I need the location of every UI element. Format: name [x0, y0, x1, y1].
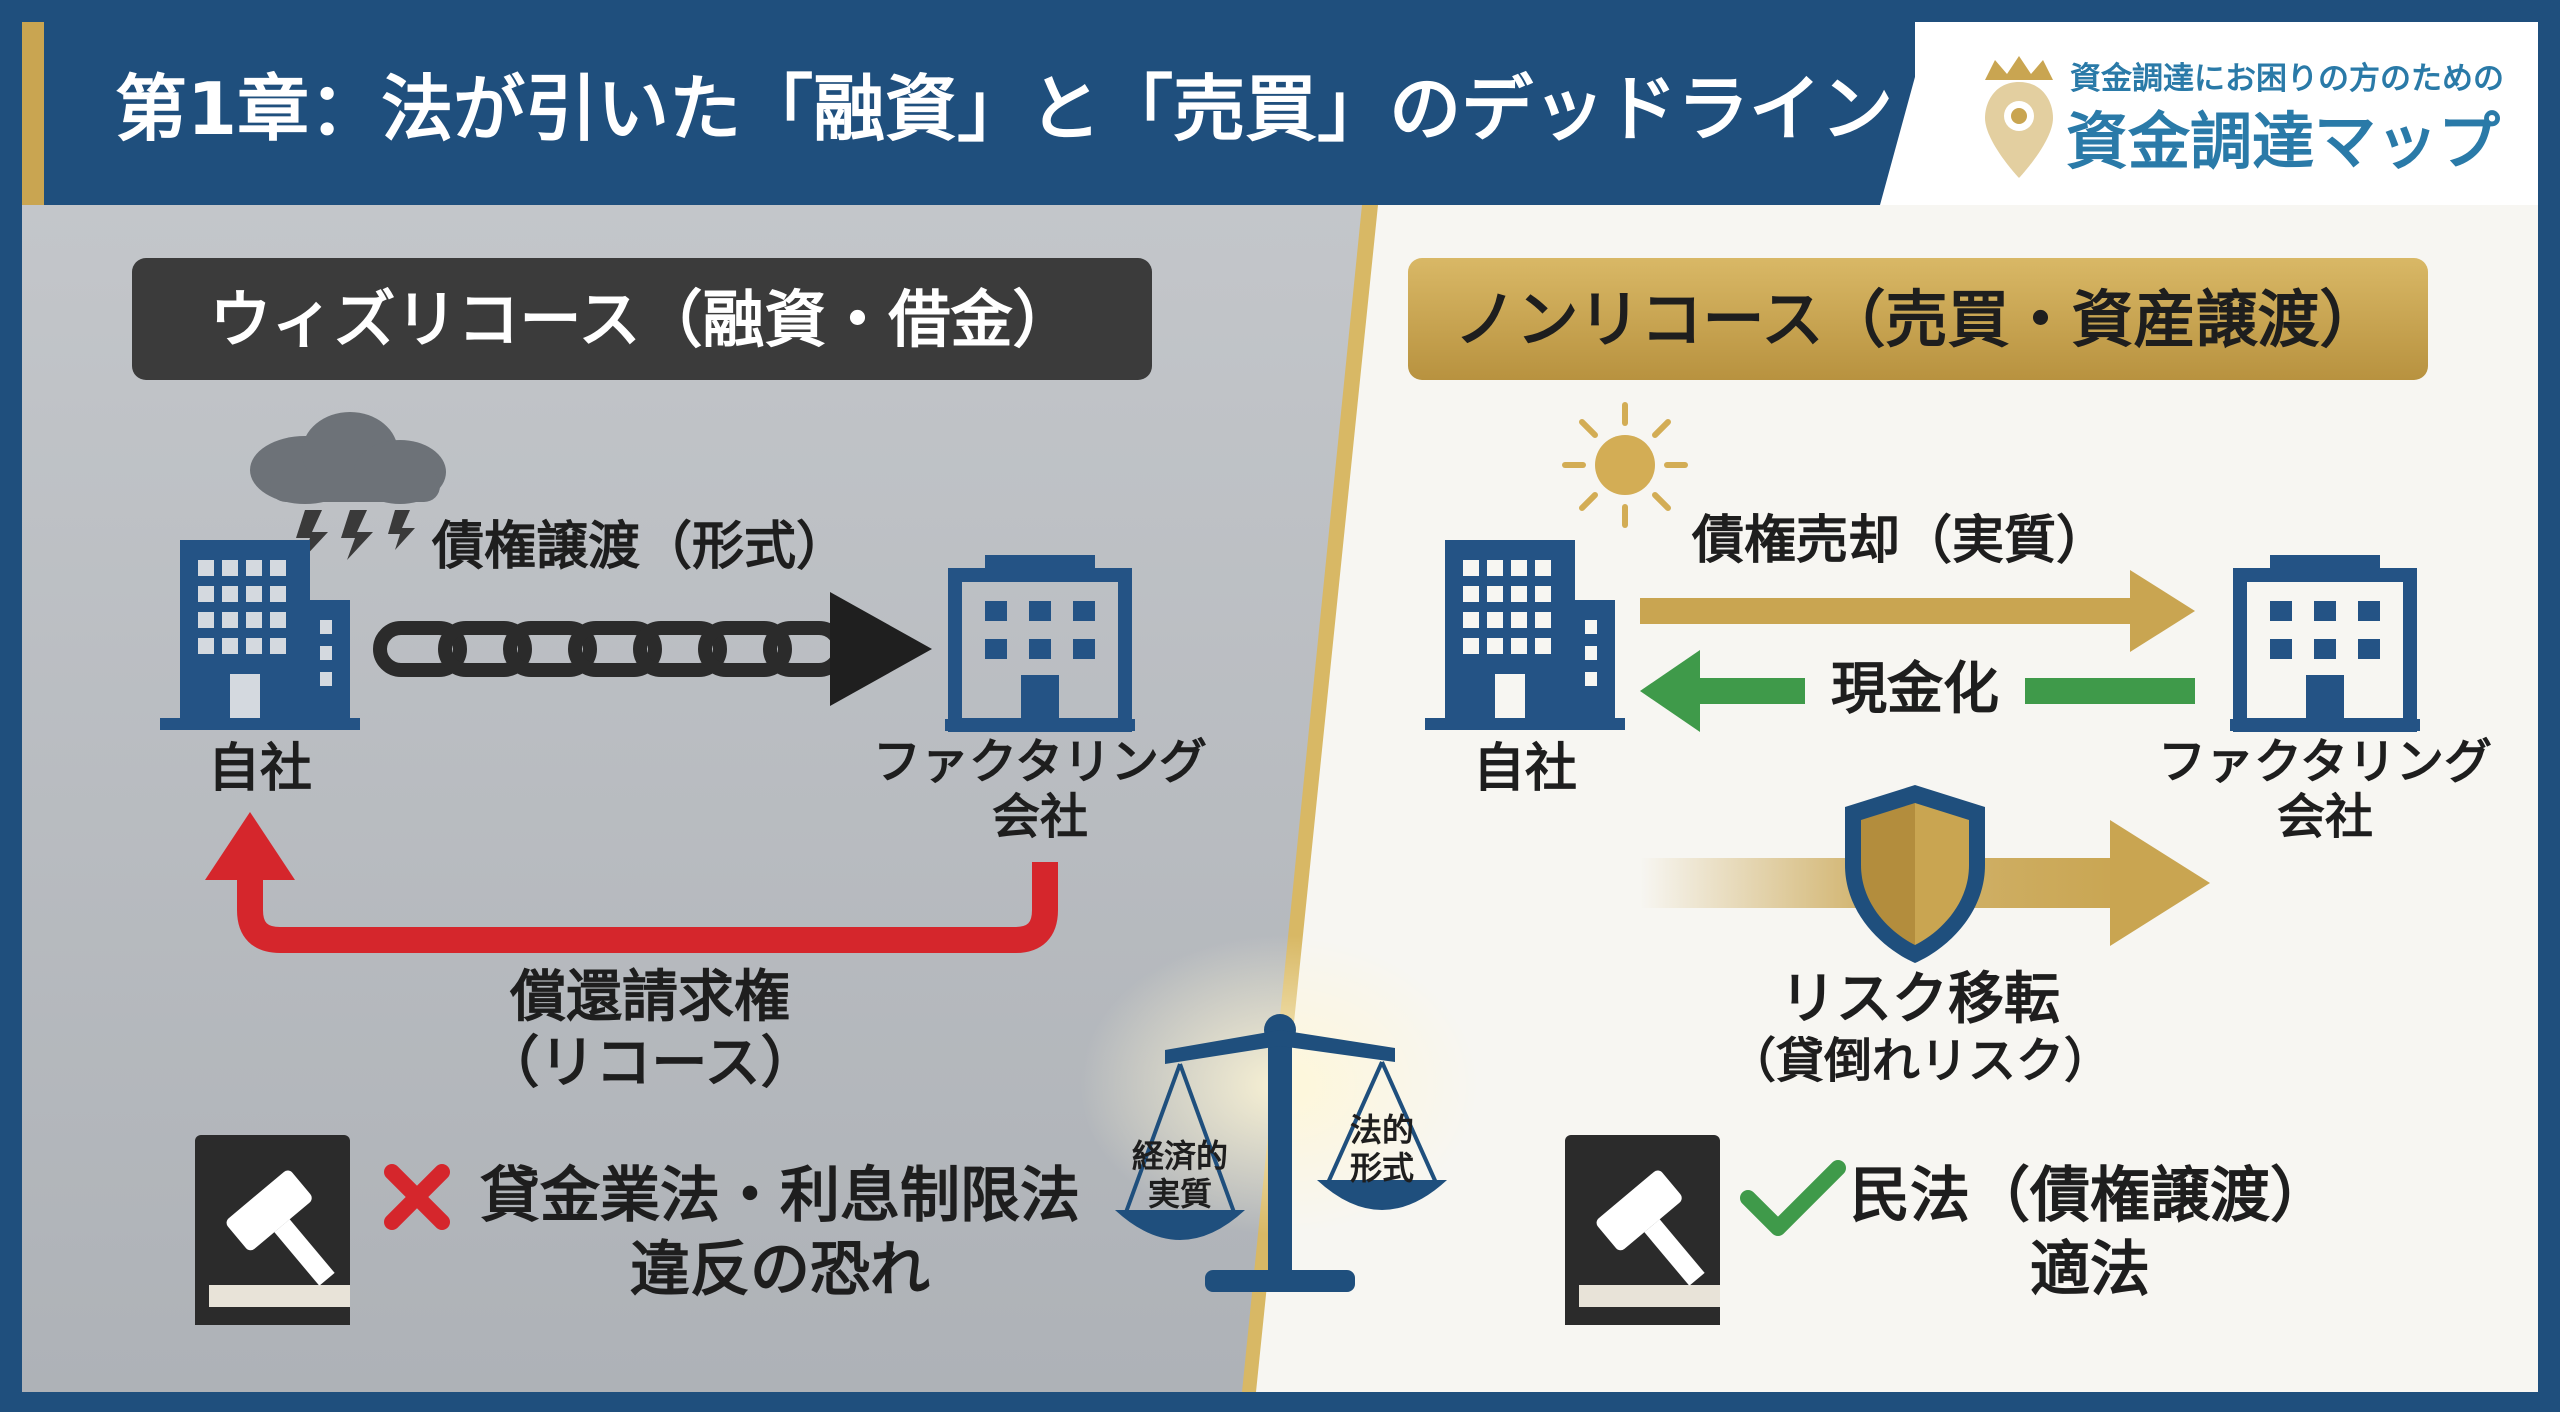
- cross-icon: [384, 1164, 450, 1230]
- left-law-label-1: 貸金業法・利息制限法: [480, 1161, 1080, 1231]
- check-icon: [1740, 1160, 1846, 1236]
- header-bar: [22, 22, 2538, 205]
- building-icon: [1425, 540, 1625, 730]
- right-self-label: 自社: [1472, 739, 1577, 799]
- scale-right-pan-1: 法的: [1349, 1111, 1414, 1149]
- cash-label: 現金化: [1831, 657, 1999, 722]
- left-law-label-2: 違反の恐れ: [630, 1235, 930, 1305]
- scale-left-pan-1: 経済的: [1131, 1137, 1228, 1175]
- transfer-label: 債権譲渡（形式）: [431, 517, 848, 577]
- left-factoring-label-1: ファクタリング: [872, 734, 1208, 790]
- risk-label-2: （貸倒れリスク）: [1727, 1033, 2112, 1089]
- left-self-label: 自社: [207, 739, 312, 799]
- storm-cloud-icon: [250, 412, 446, 560]
- scale-right-pan-2: 形式: [1349, 1149, 1414, 1187]
- left-factoring-label-2: 会社: [991, 789, 1088, 845]
- recourse-arrow: [205, 812, 1058, 953]
- risk-label-1: リスク移転: [1780, 967, 2060, 1032]
- right-factoring-label-1: ファクタリング: [2157, 734, 2493, 790]
- scale-left-pan-2: 実質: [1147, 1175, 1212, 1213]
- right-law-label-1: 民法（債権譲渡）: [1850, 1161, 2330, 1231]
- building-icon: [2230, 555, 2420, 732]
- sale-label: 債権売却（実質）: [1691, 511, 2108, 571]
- recourse-label-1: 償還請求権: [510, 965, 790, 1030]
- cash-arrow: [1640, 650, 2195, 732]
- gavel-book-icon: [1565, 1135, 1720, 1325]
- recourse-label-2: （リコース）: [483, 1031, 817, 1096]
- page-title: 第1章：法が引いた「融資」と「売買」のデッドライン: [115, 67, 1894, 151]
- brand-crown-pin-icon: [1985, 56, 2053, 178]
- right-badge-label: ノンリコース（売買・資産譲渡）: [1454, 283, 2382, 356]
- right-badge-bg: [1408, 258, 2428, 380]
- sun-icon: [1562, 402, 1688, 528]
- sale-arrow: [1640, 570, 2195, 652]
- chain-arrow-icon: [373, 592, 932, 706]
- left-badge-bg: [132, 258, 1152, 380]
- balance-scale-icon: [1080, 935, 1480, 1292]
- building-icon: [160, 540, 360, 730]
- right-law-label-2: 適法: [2030, 1235, 2150, 1305]
- brand-tagline: 資金調達にお困りの方のための: [2070, 61, 2504, 97]
- building-icon: [945, 555, 1135, 732]
- left-badge-label: ウィズリコース（融資・借金）: [209, 283, 1075, 356]
- shield-icon: [1845, 785, 1985, 963]
- right-factoring-label-2: 会社: [2276, 789, 2373, 845]
- gavel-book-icon: [195, 1135, 350, 1325]
- brand-name: 資金調達マップ: [2066, 105, 2501, 178]
